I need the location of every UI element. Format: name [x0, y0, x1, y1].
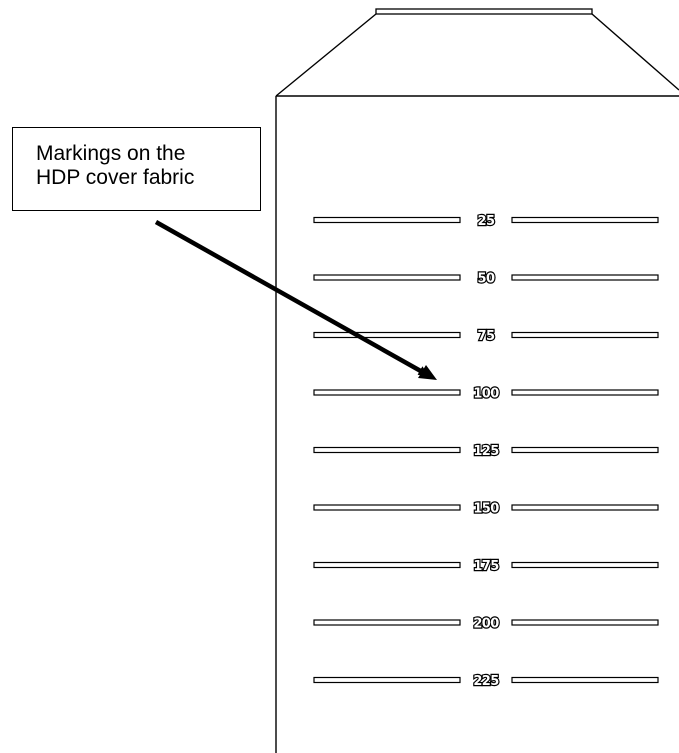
marking-label: 225 [473, 674, 499, 689]
marking-row: 200 [313, 615, 659, 633]
marking-row: 225 [313, 673, 659, 690]
marking-row: 125 [313, 443, 659, 460]
marking-label: 150 [473, 502, 499, 517]
marking-bar-right [511, 274, 659, 281]
marking-row: 150 [313, 500, 659, 518]
callout-label-box: Markings on the HDP cover fabric [12, 127, 261, 211]
marking-bar-right [511, 561, 659, 569]
marking-label: 100 [473, 387, 499, 402]
marking-bar-right [511, 446, 659, 454]
marking-bar-left [313, 331, 461, 339]
marking-bar-right [511, 389, 659, 396]
marking-row: 75 [313, 328, 659, 345]
marking-bar-right [511, 504, 659, 511]
marking-label: 200 [473, 617, 499, 632]
cover-top-cap [375, 8, 593, 15]
marking-row: 50 [313, 270, 659, 288]
callout-arrow-head [418, 365, 437, 380]
marking-label: 125 [473, 444, 499, 459]
marking-bar-left [313, 676, 461, 684]
marking-bar-right [511, 216, 659, 224]
marking-row: 175 [313, 558, 659, 575]
marking-bar-right [511, 331, 659, 339]
marking-bar-left [313, 561, 461, 569]
marking-bar-left [313, 216, 461, 224]
marking-row: 25 [313, 213, 659, 230]
callout-arrow [154, 220, 429, 376]
marking-bar-left [313, 389, 461, 396]
marking-bar-left [313, 274, 461, 281]
cover-markings: 25 50 75 100 125 150 175 200 225 [313, 213, 659, 690]
marking-label: 50 [478, 272, 495, 287]
marking-bar-left [313, 504, 461, 511]
marking-label: 75 [478, 329, 495, 344]
callout-text-line-1: Markings on the [36, 142, 186, 165]
marking-bar-right [511, 676, 659, 684]
marking-bar-left [313, 619, 461, 626]
marking-bar-left [313, 446, 461, 454]
marking-row: 100 [313, 385, 659, 403]
callout-text-line-2: HDP cover fabric [36, 166, 195, 189]
marking-label: 25 [478, 214, 495, 229]
marking-bar-right [511, 619, 659, 626]
marking-label: 175 [473, 559, 499, 574]
cover-body-outline [275, 13, 679, 753]
